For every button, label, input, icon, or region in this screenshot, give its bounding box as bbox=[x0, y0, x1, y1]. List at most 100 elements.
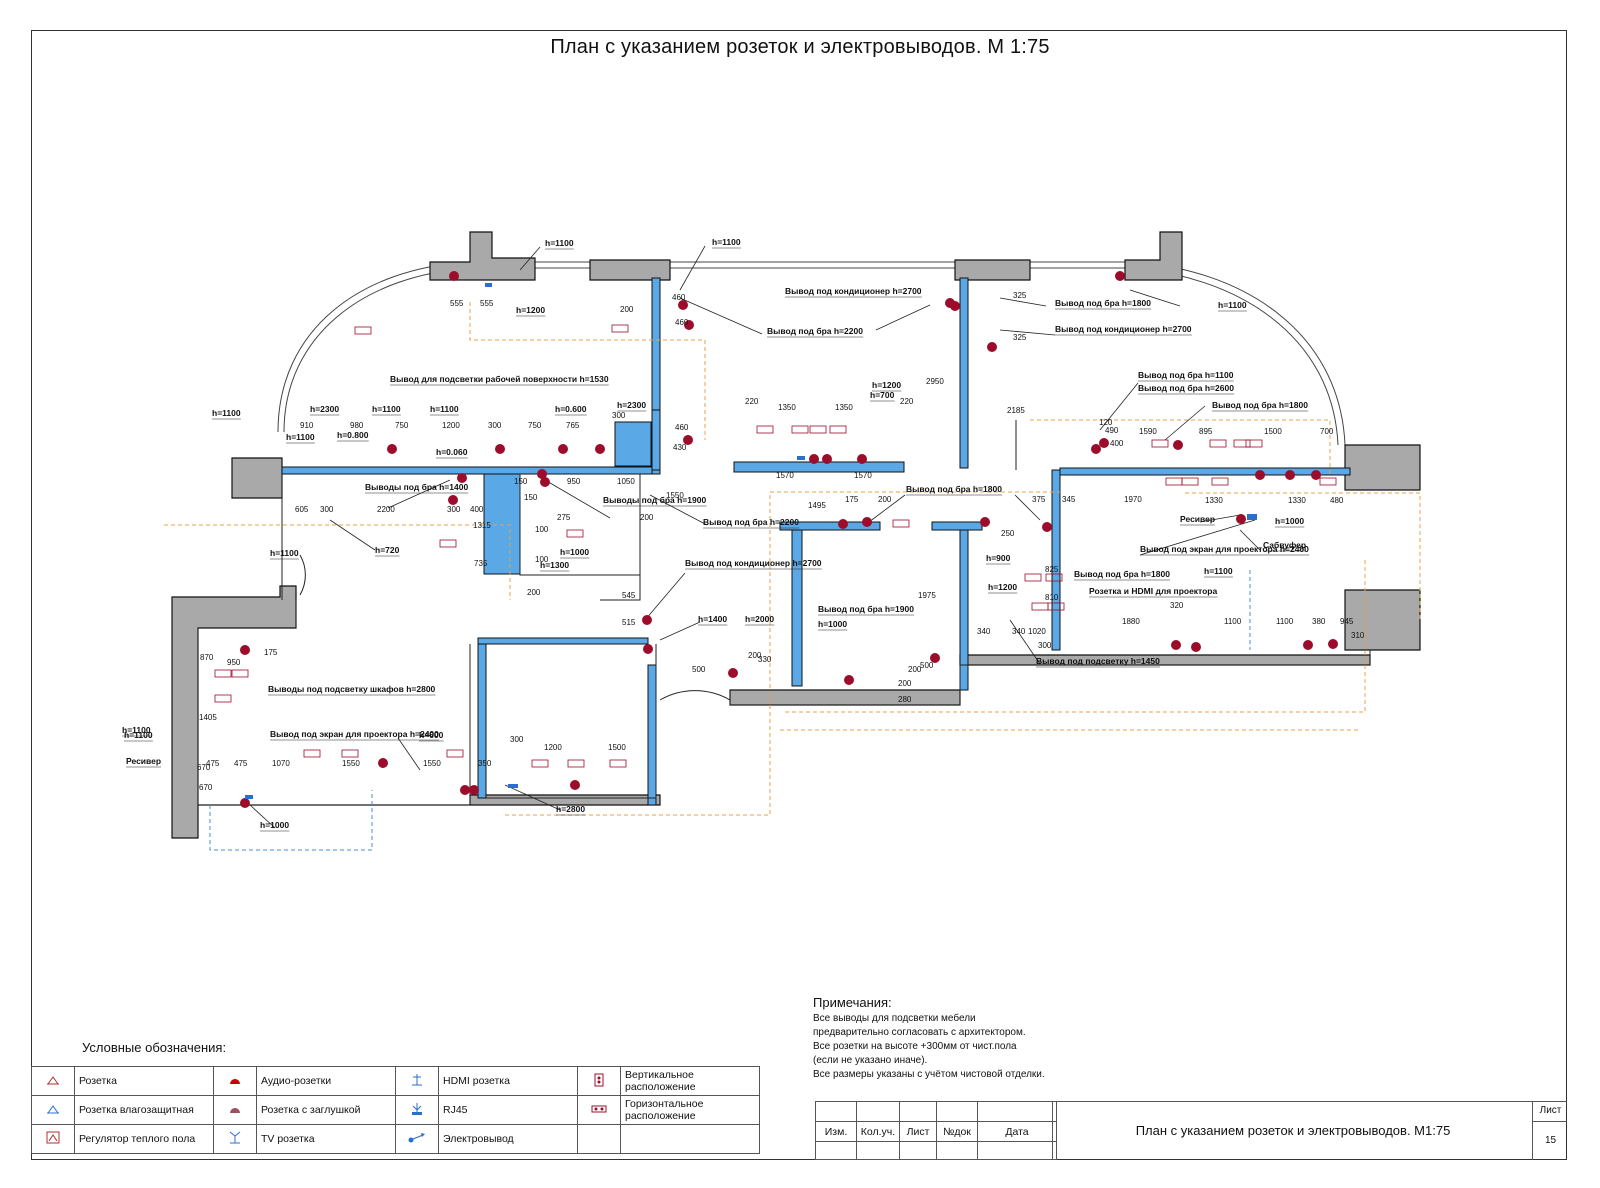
plan-label: h=700 bbox=[870, 390, 895, 400]
outlet-marker bbox=[240, 798, 250, 808]
plan-label: h=0.600 bbox=[555, 404, 587, 414]
outlet-marker bbox=[387, 444, 397, 454]
equipment-markers bbox=[245, 283, 1257, 799]
wall-block bbox=[171, 585, 297, 839]
dimension-value: 605 bbox=[295, 505, 309, 514]
outlet-marker bbox=[558, 444, 568, 454]
plan-label: h=0.800 bbox=[337, 430, 369, 440]
partition bbox=[959, 529, 969, 691]
dimension-value: 300 bbox=[447, 505, 461, 514]
socket-block bbox=[829, 425, 847, 434]
outlet-marker bbox=[378, 758, 388, 768]
plan-label: h=1200 bbox=[872, 380, 901, 390]
plan-label: h=1000 bbox=[818, 619, 847, 629]
plan-label: Вывод для подсветки рабочей поверхности … bbox=[390, 374, 609, 384]
plan-label: Вывод под бра h=1800 bbox=[1055, 298, 1151, 308]
plan-label: Вывод под бра h=2200 bbox=[767, 326, 863, 336]
socket-block bbox=[1245, 439, 1263, 448]
legend-item: TV розетка bbox=[256, 1124, 396, 1154]
wall-block bbox=[198, 794, 661, 806]
dimension-value: 895 bbox=[1199, 427, 1213, 436]
outlet-marker bbox=[642, 615, 652, 625]
outlet-marker bbox=[1042, 522, 1052, 532]
dimension-value: 2200 bbox=[377, 505, 395, 514]
socket-block bbox=[1181, 477, 1199, 486]
dimension-value: 1020 bbox=[1028, 627, 1046, 636]
outlet-icon bbox=[31, 1066, 75, 1096]
plan-label: Вывод под бра h=1800 bbox=[906, 484, 1002, 494]
socket-block bbox=[303, 749, 321, 758]
dimension-value: 1570 bbox=[776, 471, 794, 480]
socket-block bbox=[566, 529, 584, 538]
outlet-marker bbox=[1285, 470, 1295, 480]
dimension-value: 1315 bbox=[473, 521, 491, 530]
dimension-value: 150 bbox=[524, 493, 538, 502]
outlet-marker bbox=[469, 785, 479, 795]
dimension-value: 200 bbox=[527, 588, 541, 597]
legend-item: Регулятор теплого пола bbox=[74, 1124, 214, 1154]
note-line: Все розетки на высоте +300мм от чист.пол… bbox=[813, 1041, 1017, 1052]
outlet-marker bbox=[457, 473, 467, 483]
dimension-value: 475 bbox=[206, 759, 220, 768]
dimension-value: 700 bbox=[1320, 427, 1334, 436]
dimension-value: 1070 bbox=[272, 759, 290, 768]
dimension-value: 300 bbox=[1038, 641, 1052, 650]
dimension-value: 945 bbox=[1340, 617, 1354, 626]
dimension-value: 325 bbox=[1013, 291, 1027, 300]
dimension-value: 1570 bbox=[854, 471, 872, 480]
legend-table: Розетка Аудио-розетки HDMI розетка Верти… bbox=[31, 1066, 760, 1154]
socket-block bbox=[214, 694, 232, 703]
dimension-value: 1975 bbox=[918, 591, 936, 600]
wiring-blue bbox=[209, 570, 1251, 851]
legend-item: Розетка bbox=[74, 1066, 214, 1096]
dimension-value: 275 bbox=[557, 513, 571, 522]
plan-label: h=1200 bbox=[516, 305, 545, 315]
dimension-value: 980 bbox=[350, 421, 364, 430]
socket-block bbox=[354, 326, 372, 335]
dimension-value: 120 bbox=[1099, 418, 1113, 427]
dimension-value: 100 bbox=[535, 555, 549, 564]
partition bbox=[931, 521, 983, 531]
hdmi-icon bbox=[508, 784, 518, 788]
wall-block bbox=[729, 689, 961, 706]
dimension-value: 200 bbox=[898, 679, 912, 688]
dimension-value: 100 bbox=[535, 525, 549, 534]
dimension-value: 950 bbox=[567, 477, 581, 486]
socket-block bbox=[1211, 477, 1229, 486]
dimension-value: 460 bbox=[672, 293, 686, 302]
plan-label: h=1100 bbox=[1204, 566, 1233, 576]
dimension-value: 1970 bbox=[1124, 495, 1142, 504]
outlet-marker bbox=[495, 444, 505, 454]
socket-block bbox=[214, 669, 232, 678]
plan-label: Ресивер bbox=[126, 756, 161, 766]
socket-block bbox=[231, 669, 249, 678]
plan-label: h=1100 bbox=[1218, 300, 1247, 310]
dimension-value: 300 bbox=[612, 411, 626, 420]
partition bbox=[791, 523, 803, 687]
dimension-value: 1550 bbox=[666, 491, 684, 500]
plan-lines bbox=[197, 420, 1371, 806]
capped-outlet-icon bbox=[213, 1095, 257, 1125]
title-block-table: Изм. Кол.уч. Лист №док Дата bbox=[815, 1101, 1057, 1160]
outlet-marker bbox=[1303, 640, 1313, 650]
dimension-value: 310 bbox=[1351, 631, 1365, 640]
plan-label: Вывод под бра h=1100 bbox=[1138, 370, 1234, 380]
legend-item: HDMI розетка bbox=[438, 1066, 578, 1096]
plan-label: h=1100 bbox=[270, 548, 299, 558]
socket-block bbox=[1024, 573, 1042, 582]
plan-label: Выводы под бра h=1900 bbox=[603, 495, 706, 505]
plan-label: h=1000 bbox=[560, 547, 589, 557]
dimension-value: 1550 bbox=[423, 759, 441, 768]
outlet-marker bbox=[945, 298, 955, 308]
dimension-value: 200 bbox=[908, 665, 922, 674]
plan-label: h=900 bbox=[986, 553, 1011, 563]
dimension-value: 340 bbox=[1012, 627, 1026, 636]
hdmi-icon bbox=[485, 283, 492, 287]
dimension-value: 2185 bbox=[1007, 406, 1025, 415]
dimension-value: 200 bbox=[878, 495, 892, 504]
horizontal-arrangement-icon bbox=[577, 1095, 621, 1125]
socket-block bbox=[446, 749, 464, 758]
plan-label: h=1100 bbox=[124, 730, 153, 740]
legend-item: RJ45 bbox=[438, 1095, 578, 1125]
outlet-marker bbox=[240, 645, 250, 655]
